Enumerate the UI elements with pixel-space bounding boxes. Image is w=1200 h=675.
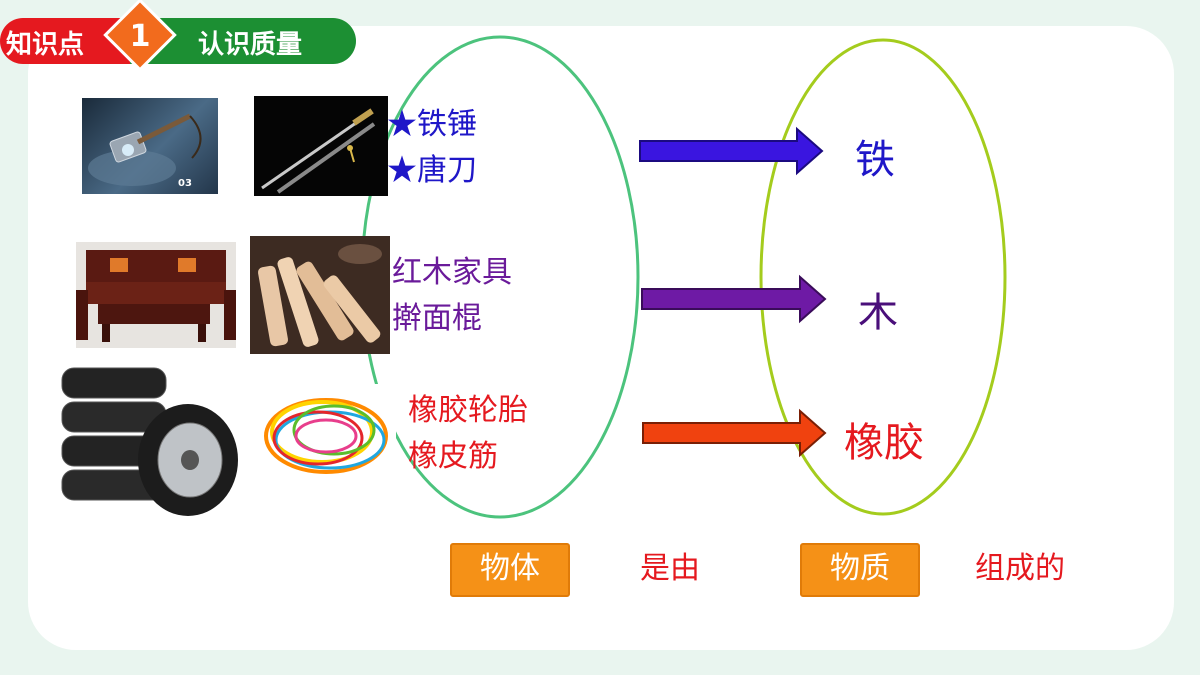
material-rubber: 橡胶 xyxy=(844,420,924,466)
hammer-label: ★铁锤 xyxy=(387,107,477,142)
furniture-photo xyxy=(76,242,236,348)
substance-box: 物质 xyxy=(800,543,920,597)
hammer-photo: 03 xyxy=(82,98,218,194)
title-left-segment xyxy=(0,18,132,64)
rolling-pin-label: 擀面棍 xyxy=(392,301,482,336)
wood-arrow xyxy=(641,274,827,324)
rolling-pin-photo xyxy=(250,236,390,354)
section-title: 认识质量 xyxy=(198,30,303,60)
title-right-segment xyxy=(130,18,356,64)
made-of-text: 是由 xyxy=(640,551,700,586)
knowledge-point-number: 1 xyxy=(129,19,151,54)
material-wood: 木 xyxy=(858,290,898,336)
section-title-bar: 知识点 1 认识质量 xyxy=(0,2,356,68)
sword-photo xyxy=(254,96,388,196)
rubber-band-photo xyxy=(256,384,396,488)
rubber-items-label: 橡胶轮胎 橡皮筋 xyxy=(408,388,528,480)
rubber-band-label: 橡皮筋 xyxy=(408,439,498,474)
material-iron: 铁 xyxy=(855,137,895,183)
wood-items-label: 红木家具 擀面棍 xyxy=(392,250,512,342)
knowledge-point-label: 知识点 xyxy=(6,30,85,60)
tires-photo xyxy=(60,364,240,518)
composed-text: 组成的 xyxy=(975,551,1065,586)
rubber-arrow xyxy=(642,408,827,458)
sword-label: ★唐刀 xyxy=(387,153,477,188)
hammer-badge: 03 xyxy=(178,178,192,189)
furniture-label: 红木家具 xyxy=(392,255,512,290)
iron-items-label: ★铁锤 ★唐刀 xyxy=(387,102,477,194)
object-box: 物体 xyxy=(450,543,570,597)
materials-ellipse xyxy=(759,38,1007,516)
iron-arrow xyxy=(639,126,824,176)
tire-label: 橡胶轮胎 xyxy=(408,393,528,428)
